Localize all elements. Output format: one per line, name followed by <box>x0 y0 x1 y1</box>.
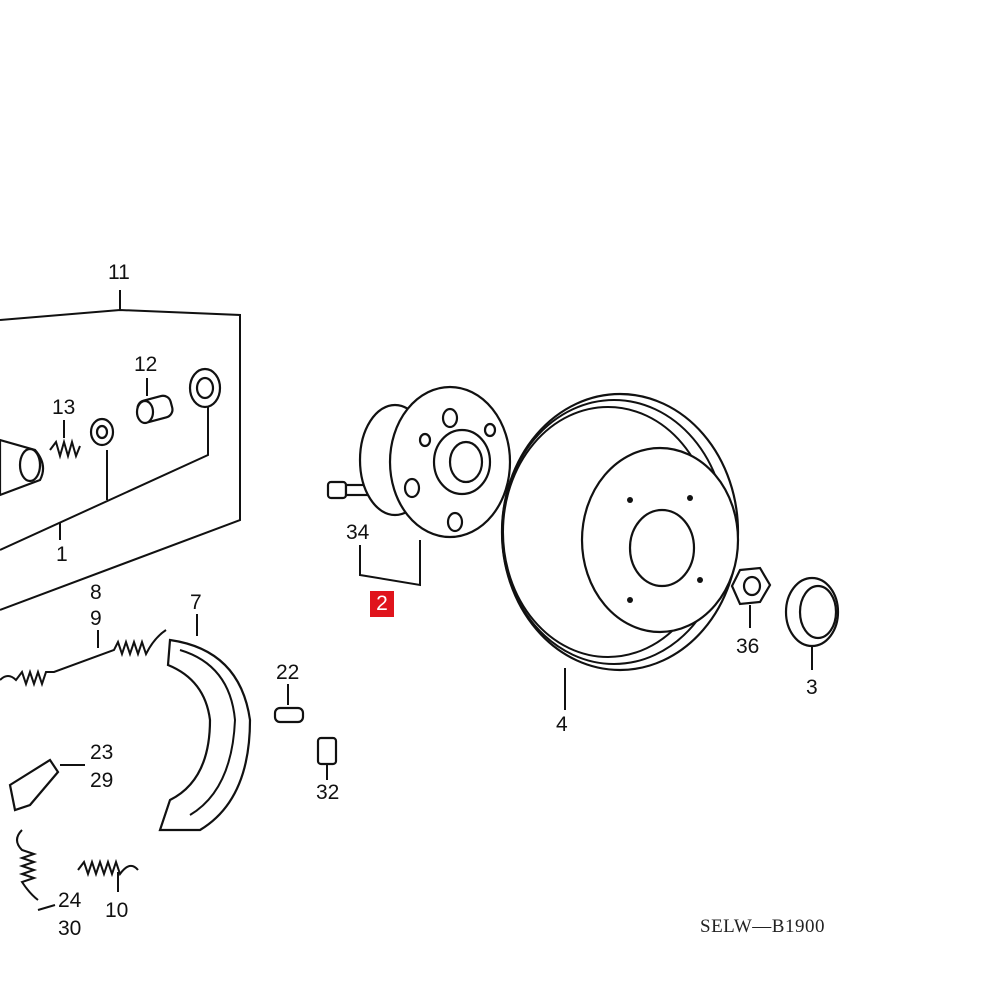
callout-9: 9 <box>90 607 102 630</box>
dust-boot <box>188 367 222 409</box>
hub-assembly <box>358 385 512 587</box>
callout-29: 29 <box>90 769 114 792</box>
lever-23-29 <box>8 758 85 812</box>
callout-10: 10 <box>105 899 129 922</box>
callout-8: 8 <box>90 581 102 604</box>
bleeder-12 <box>135 378 174 425</box>
piston-cup <box>89 417 115 447</box>
spring-13 <box>49 420 81 460</box>
nut-36 <box>730 566 772 628</box>
callout-22: 22 <box>276 661 300 684</box>
callout-1: 1 <box>56 543 68 566</box>
clip-32 <box>316 736 338 780</box>
cap-3 <box>784 576 840 670</box>
callout-36: 36 <box>736 635 760 658</box>
pin-22 <box>273 684 305 724</box>
wheel-cylinder <box>0 438 45 497</box>
callout-11: 11 <box>108 261 130 284</box>
callout-32: 32 <box>316 781 340 804</box>
spring-24-30 <box>16 829 56 911</box>
callout-30: 30 <box>58 917 82 940</box>
spring-10 <box>77 858 139 892</box>
brake-drum-4 <box>500 392 740 710</box>
callout-4: 4 <box>556 713 568 736</box>
callout-2-highlight: 2 <box>370 591 394 617</box>
drawing-code: SELW—B1900 <box>700 916 825 937</box>
bolt-34 <box>326 480 376 560</box>
callout-3: 3 <box>806 676 818 699</box>
bracket-11 <box>0 290 241 611</box>
brake-shoe-7 <box>158 614 252 832</box>
bracket-1 <box>0 395 209 551</box>
callout-7: 7 <box>190 591 202 614</box>
callout-23: 23 <box>90 741 114 764</box>
callout-34: 34 <box>346 521 370 544</box>
callout-13: 13 <box>52 396 76 419</box>
callout-12: 12 <box>134 353 158 376</box>
callout-24: 24 <box>58 889 82 912</box>
spring-8-9 <box>0 629 167 688</box>
